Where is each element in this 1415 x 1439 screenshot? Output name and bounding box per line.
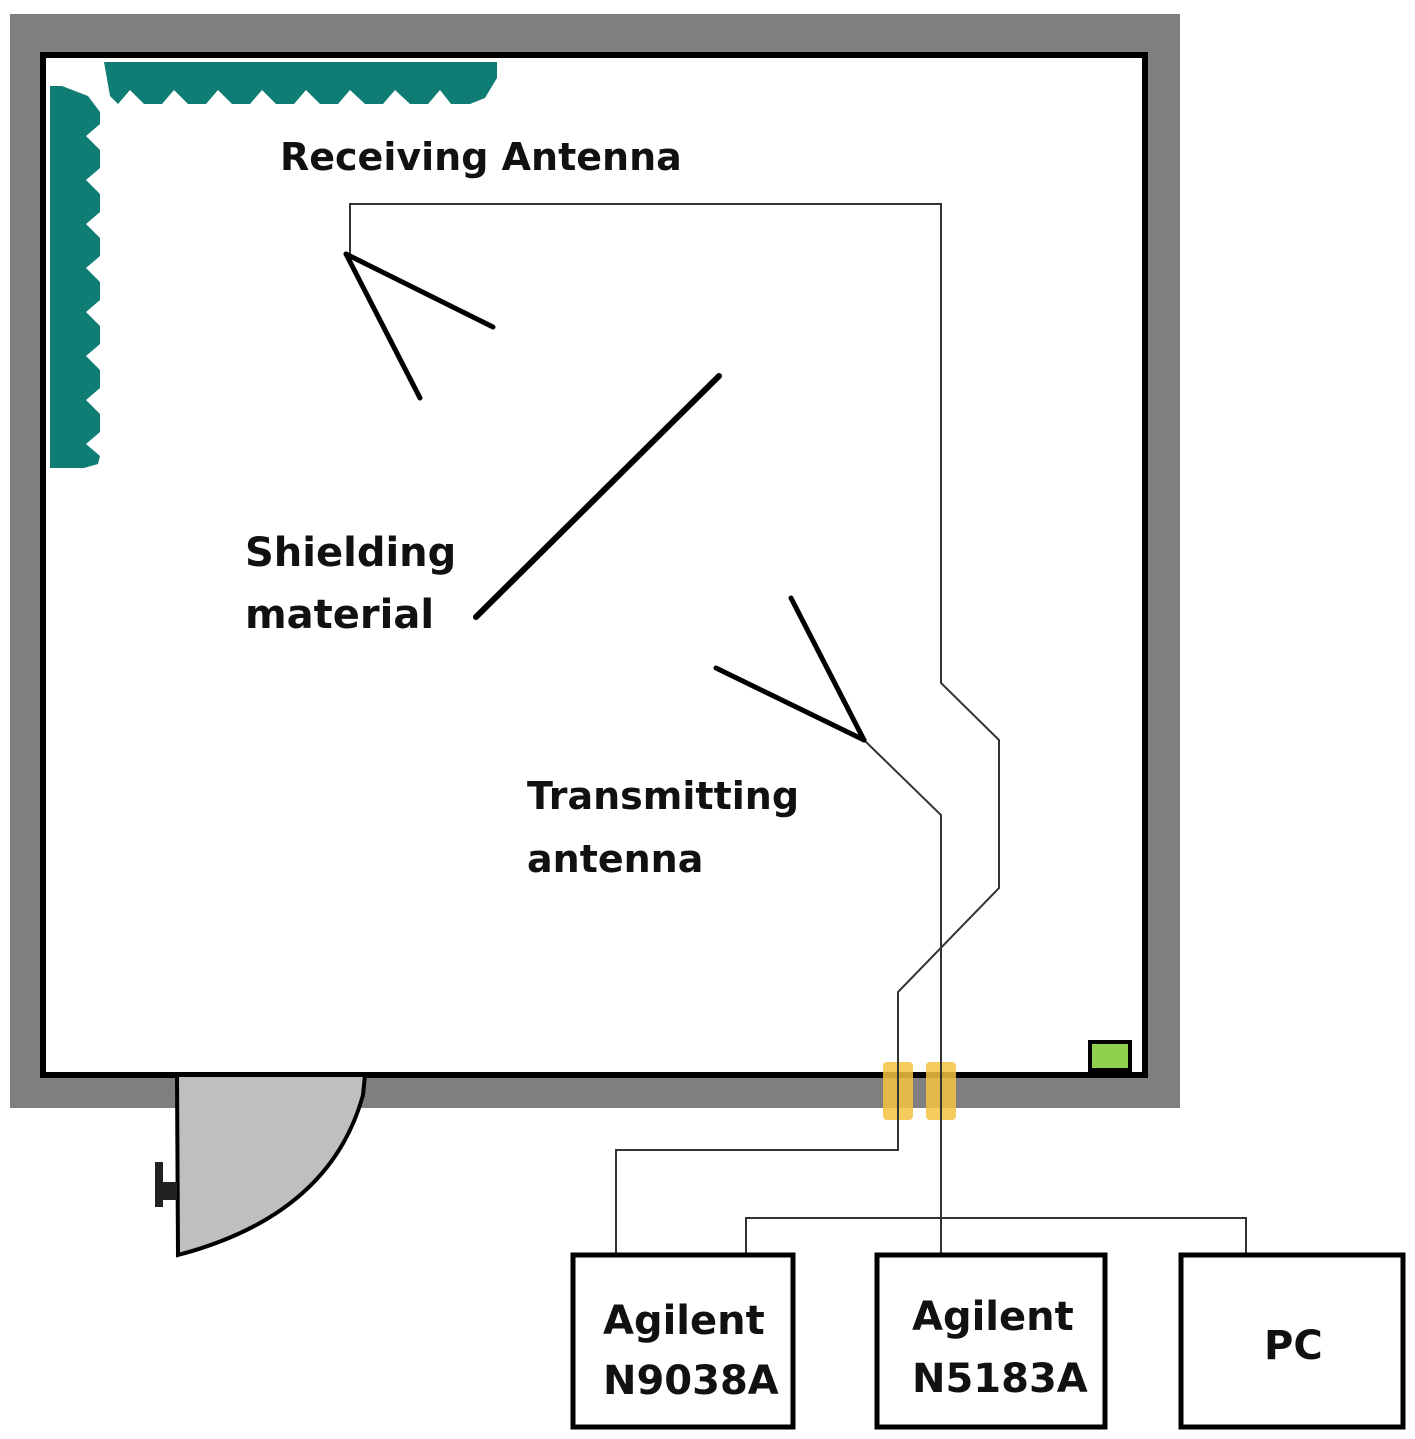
shielding-material (473, 373, 722, 620)
generator-label-line1: Agilent (912, 1294, 1074, 1340)
indicator-light (1088, 1040, 1132, 1072)
analyzer-box (570, 1252, 796, 1430)
receiving-antenna-cable (349, 203, 1000, 1255)
analyzer-label-line2: N9038A (603, 1358, 779, 1404)
transmitting-antenna-label-line1: Transmitting (527, 774, 800, 818)
pc-label: PC (1264, 1323, 1323, 1369)
absorber-left (50, 86, 100, 468)
absorber-top (104, 62, 497, 104)
generator-label-line2: N5183A (912, 1356, 1088, 1402)
door (174, 1073, 368, 1258)
transmitting-antenna-label-line2: antenna (527, 837, 704, 881)
receiving-antenna (343, 251, 496, 401)
analyzer-label-line1: Agilent (603, 1298, 765, 1344)
pc-bus-cable (745, 1217, 1247, 1255)
pc-box (1178, 1252, 1406, 1430)
generator-box (874, 1252, 1108, 1430)
door-latch (160, 1182, 177, 1200)
receiving-antenna-label: Receiving Antenna (280, 135, 682, 179)
shielding-material-label-line1: Shielding (245, 530, 457, 576)
door-handle (155, 1162, 163, 1207)
chamber-inner-room (40, 52, 1148, 1078)
shielding-material-label-line2: material (245, 592, 435, 638)
wall-connectors (883, 1062, 956, 1120)
transmitting-antenna (713, 595, 867, 743)
